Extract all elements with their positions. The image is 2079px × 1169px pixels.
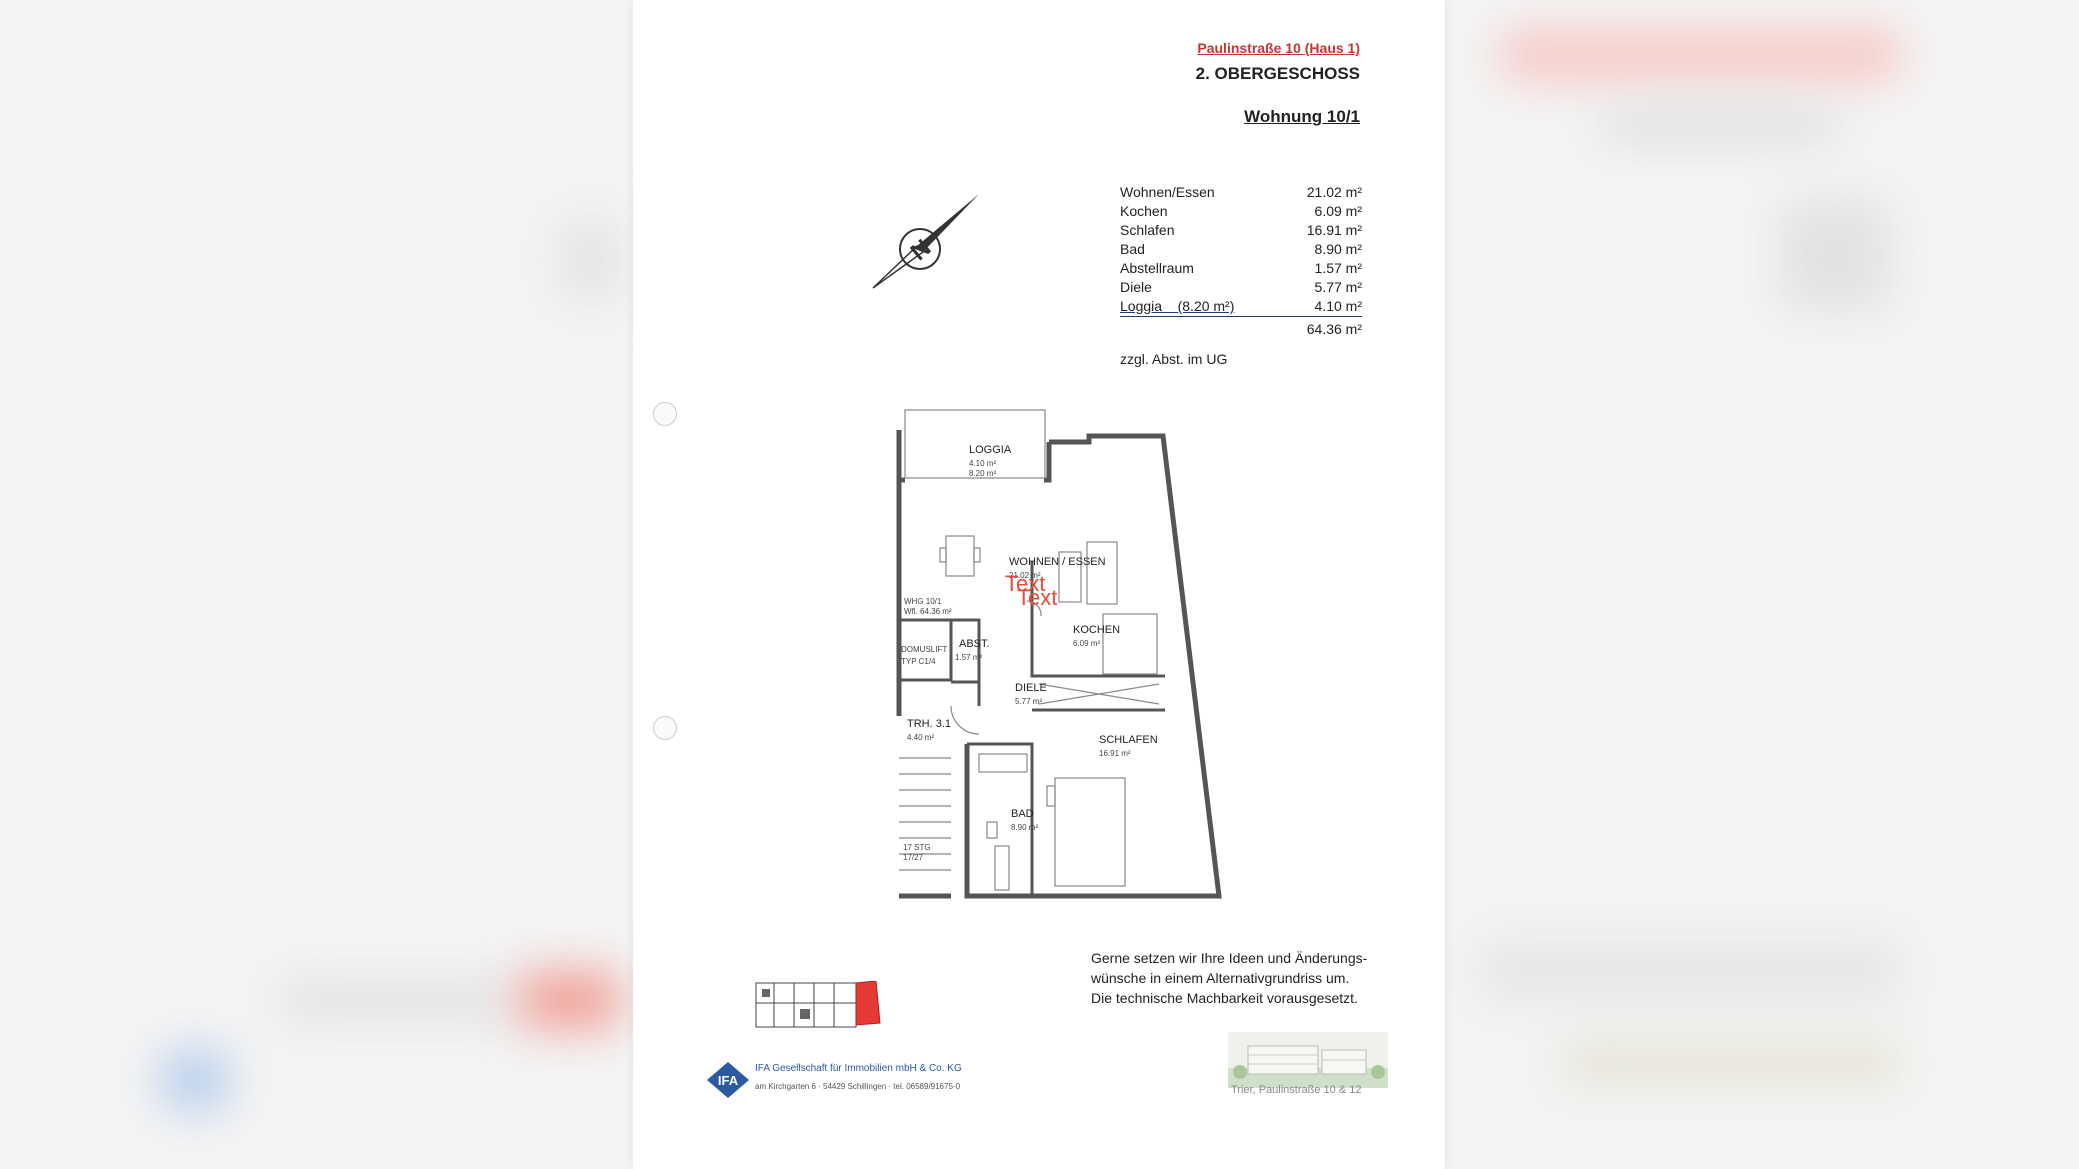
bg-blob <box>1560 1040 1900 1085</box>
area-row: Kochen 6.09 m² <box>1120 202 1362 221</box>
room-name-wohnen: WOHNEN / ESSEN <box>1009 556 1106 568</box>
area-value: 5.77 m² <box>1314 279 1362 295</box>
area-row: Schlafen 16.91 m² <box>1120 221 1362 240</box>
bg-blob <box>1500 30 1900 80</box>
overlay-text: Text <box>1005 571 1046 596</box>
room-area-loggia-full: 8.20 m² <box>969 469 997 478</box>
room-area-diele: 5.77 m² <box>1015 697 1043 706</box>
apartment-tag: WHG 10/1 <box>904 597 942 606</box>
room-area-bad: 8.90 m² <box>1011 823 1039 832</box>
document-page: Paulinstraße 10 (Haus 1) 2. OBERGESCHOSS… <box>633 0 1445 1169</box>
storage-note: zzgl. Abst. im UG <box>1120 351 1228 367</box>
site-plan-thumbnail <box>755 981 881 1028</box>
area-total: 64.36 m² <box>1306 321 1362 337</box>
address-heading: Paulinstraße 10 (Haus 1) <box>1197 40 1360 56</box>
punch-hole <box>653 402 677 426</box>
area-table: Wohnen/Essen 21.02 m² Kochen 6.09 m² Schla… <box>1120 183 1362 339</box>
area-row: Bad 8.90 m² <box>1120 240 1362 259</box>
bg-blob <box>1780 200 1890 310</box>
bg-blob <box>160 1050 230 1110</box>
room-name-schlafen: SCHLAFEN <box>1099 734 1158 746</box>
floor-heading: 2. OBERGESCHOSS <box>1195 64 1360 83</box>
room-area-loggia: 4.10 m² <box>969 459 997 468</box>
area-value: 6.09 m² <box>1314 203 1362 219</box>
lift-type: TYP C1/4 <box>901 657 936 666</box>
room-name-treppe: TRH. 3.1 <box>907 718 952 730</box>
area-name: Abstellraum <box>1120 260 1194 276</box>
area-name: Wohnen/Essen <box>1120 184 1215 200</box>
area-value: 8.90 m² <box>1314 241 1362 257</box>
area-name: Kochen <box>1120 203 1168 219</box>
room-name-abst: ABST. <box>959 638 990 650</box>
room-name-diele: DIELE <box>1015 682 1047 694</box>
room-area-schlafen: 16.91 m² <box>1099 749 1131 758</box>
room-name-loggia: LOGGIA <box>969 444 1012 456</box>
lift-label: DOMUSLIFT <box>901 645 948 654</box>
stair-note: 17 STG <box>903 843 931 852</box>
floor-plan-drawing <box>896 409 1222 899</box>
area-name: Diele <box>1120 279 1152 295</box>
area-name: Bad <box>1120 241 1145 257</box>
room-area-abst: 1.57 m² <box>955 653 983 662</box>
floor-plan: LOGGIA 4.10 m² 8.20 m² WOHNEN / ESSEN 21… <box>889 406 1227 906</box>
building-render-image <box>1228 1032 1388 1088</box>
closing-note: Gerne setzen wir Ihre Ideen und Änderung… <box>1091 948 1367 1008</box>
area-row: Wohnen/Essen 21.02 m² <box>1120 183 1362 202</box>
room-area-kochen: 6.09 m² <box>1073 639 1101 648</box>
area-name: Loggia (8.20 m²) <box>1120 298 1235 314</box>
bg-blob <box>520 970 620 1030</box>
closing-line: Die technische Machbarkeit vorausgesetzt… <box>1091 990 1358 1006</box>
area-name: Schlafen <box>1120 222 1175 238</box>
area-value: 1.57 m² <box>1314 260 1362 276</box>
room-area-treppe: 4.40 m² <box>907 733 935 742</box>
ifa-logo-icon: IFA <box>707 1062 749 1098</box>
area-row: Abstellraum 1.57 m² <box>1120 259 1362 278</box>
apartment-tag-area: Wfl. 64.36 m² <box>904 607 952 616</box>
area-value: 4.10 m² <box>1314 298 1362 314</box>
bg-blob <box>560 220 620 300</box>
area-row: Diele 5.77 m² <box>1120 278 1362 297</box>
render-caption: Trier, Paulinstraße 10 & 12 <box>1231 1084 1362 1096</box>
closing-line: Gerne setzen wir Ihre Ideen und Änderung… <box>1091 950 1368 966</box>
apartment-heading: Wohnung 10/1 <box>1244 107 1360 126</box>
overlay-text: Text <box>1017 585 1058 610</box>
area-value: 16.91 m² <box>1306 222 1362 238</box>
stair-note: 17/27 <box>903 853 924 862</box>
bg-blob <box>1480 940 1900 1000</box>
bg-blob <box>1600 110 1840 140</box>
area-row: Loggia (8.20 m²) 4.10 m² <box>1120 297 1362 317</box>
room-name-bad: BAD <box>1011 808 1034 820</box>
company-name: IFA Gesellschaft für Immobilien mbH & Co… <box>755 1063 962 1074</box>
room-name-kochen: KOCHEN <box>1073 624 1121 636</box>
company-address: am Kirchgarten 6 · 54429 Schillingen · t… <box>755 1082 961 1091</box>
room-area-wohnen: 21.02 m² <box>1009 571 1041 580</box>
logo-mark: IFA <box>718 1073 739 1088</box>
north-arrow-icon: N <box>872 194 979 289</box>
closing-line: wünsche in einem Alternativgrundriss um. <box>1091 970 1350 986</box>
area-value: 21.02 m² <box>1306 184 1362 200</box>
bg-blob <box>280 980 520 1020</box>
punch-hole <box>653 716 677 740</box>
